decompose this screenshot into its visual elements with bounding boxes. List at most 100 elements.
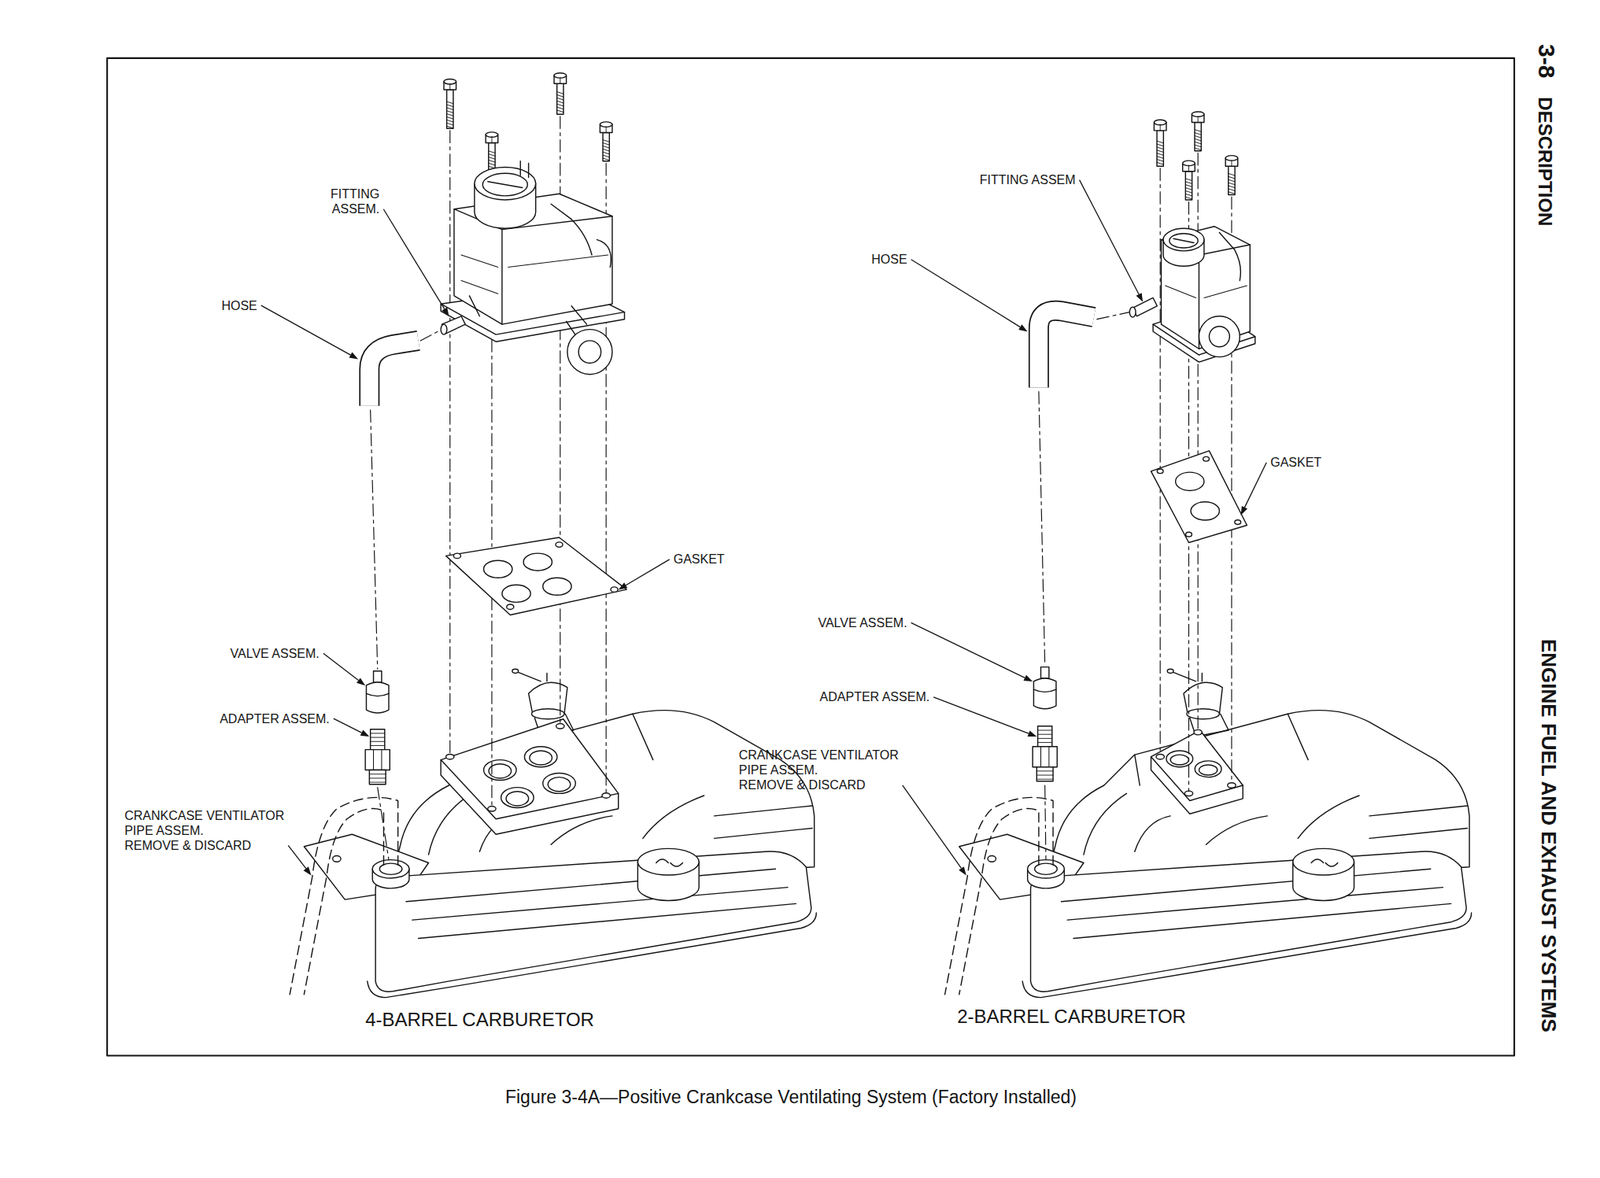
line-art [1038,742,1053,743]
line-art [1156,156,1164,159]
line-art [501,229,503,326]
part-label: VALVE ASSEM. [230,646,320,662]
line-art [1151,730,1244,801]
line-art [602,155,610,158]
line-art [557,95,564,98]
line-art [1067,887,1443,921]
line-art [1194,144,1201,148]
engine-top [289,668,817,998]
leader-line [261,305,352,355]
line-art [1228,188,1235,192]
line-art [469,295,587,325]
line-art [506,791,529,806]
line-art [1040,667,1049,679]
line-art [428,793,472,855]
line-art [1228,179,1235,182]
line-art [557,83,564,115]
part-label: CRANKCASE VENTILATOR PIPE ASSEM. REMOVE … [739,747,899,793]
gasket [446,537,627,616]
line-art [418,903,797,939]
center-line [420,330,440,341]
line-art [488,159,496,163]
line-art [1228,166,1235,195]
line-art [656,859,684,867]
line-art [440,324,448,335]
center-line [1160,168,1161,755]
line-art [447,104,454,108]
label-line: REMOVE & DISCARD [124,838,285,854]
line-art [370,745,385,747]
line-art [365,750,390,771]
line-art [602,793,610,799]
center-line [449,130,451,755]
part-label: HOSE [221,298,257,314]
line-art [1036,779,1054,780]
bolt [443,78,457,129]
label-line: FITTING [330,186,380,202]
line-art [1134,754,1140,786]
leader-arrowhead [349,352,359,360]
line-art [714,827,813,839]
line-art [447,119,454,122]
line-art [1156,159,1164,163]
hose [369,340,418,407]
line-art [412,887,788,921]
fitting [1132,297,1157,316]
running-header: 3-8DESCRIPTION [1533,44,1560,226]
leader-arrowhead [958,866,967,876]
bolt [1182,160,1196,200]
line-art [1228,182,1235,185]
view-title: 2-BARREL CARBURETOR [957,1005,1187,1028]
leader-arrowhead [1027,730,1038,737]
line-art [1208,326,1230,348]
figure-frame [107,58,1515,1057]
line-art [532,709,565,720]
line-art [1175,472,1205,491]
line-art [1134,816,1171,852]
line-art [447,110,454,114]
line-art [1198,764,1217,776]
leader-arrowhead [1023,675,1033,682]
line-art [1038,734,1053,736]
line-art [332,855,341,862]
line-art [1185,188,1192,191]
line-art [602,140,610,143]
line-art [1203,456,1210,462]
line-art [369,770,386,785]
removed-pipe [945,797,1054,994]
header-text: ENGINE FUEL AND EXHAUST SYSTEMS [1537,639,1560,1033]
line-art [529,750,553,765]
label-line: REMOVE & DISCARD [739,777,899,793]
leader-line [911,259,1021,328]
line-art [1040,746,1049,768]
line-art [365,693,389,696]
line-art [373,671,382,683]
line-art [1156,130,1164,167]
line-art [446,537,627,616]
label-line: ASSEM. [330,201,380,217]
line-art [1194,129,1201,133]
line-art [1228,192,1235,195]
part-label: ADAPTER ASSEM. [219,711,330,727]
line-art [488,157,496,160]
line-art [365,682,389,714]
line-art [1194,138,1201,141]
line-art [1129,306,1136,318]
line-art [1185,184,1192,188]
leader-arrowhead [618,582,629,590]
line-art [1165,285,1248,299]
line-art [1297,795,1360,839]
leader-line [1244,462,1267,508]
line-art [1293,848,1355,876]
choke-diaphragm [567,329,613,375]
line-art [1194,136,1201,139]
line-art [488,162,496,166]
line-art [506,604,514,610]
leader-line [625,559,670,586]
part-label: GASKET [673,551,725,567]
pcv-valve [1033,667,1057,710]
bolt [485,132,499,174]
bolt [1191,111,1205,152]
line-art [487,161,529,189]
label-line: PIPE ASSEM. [124,823,285,839]
